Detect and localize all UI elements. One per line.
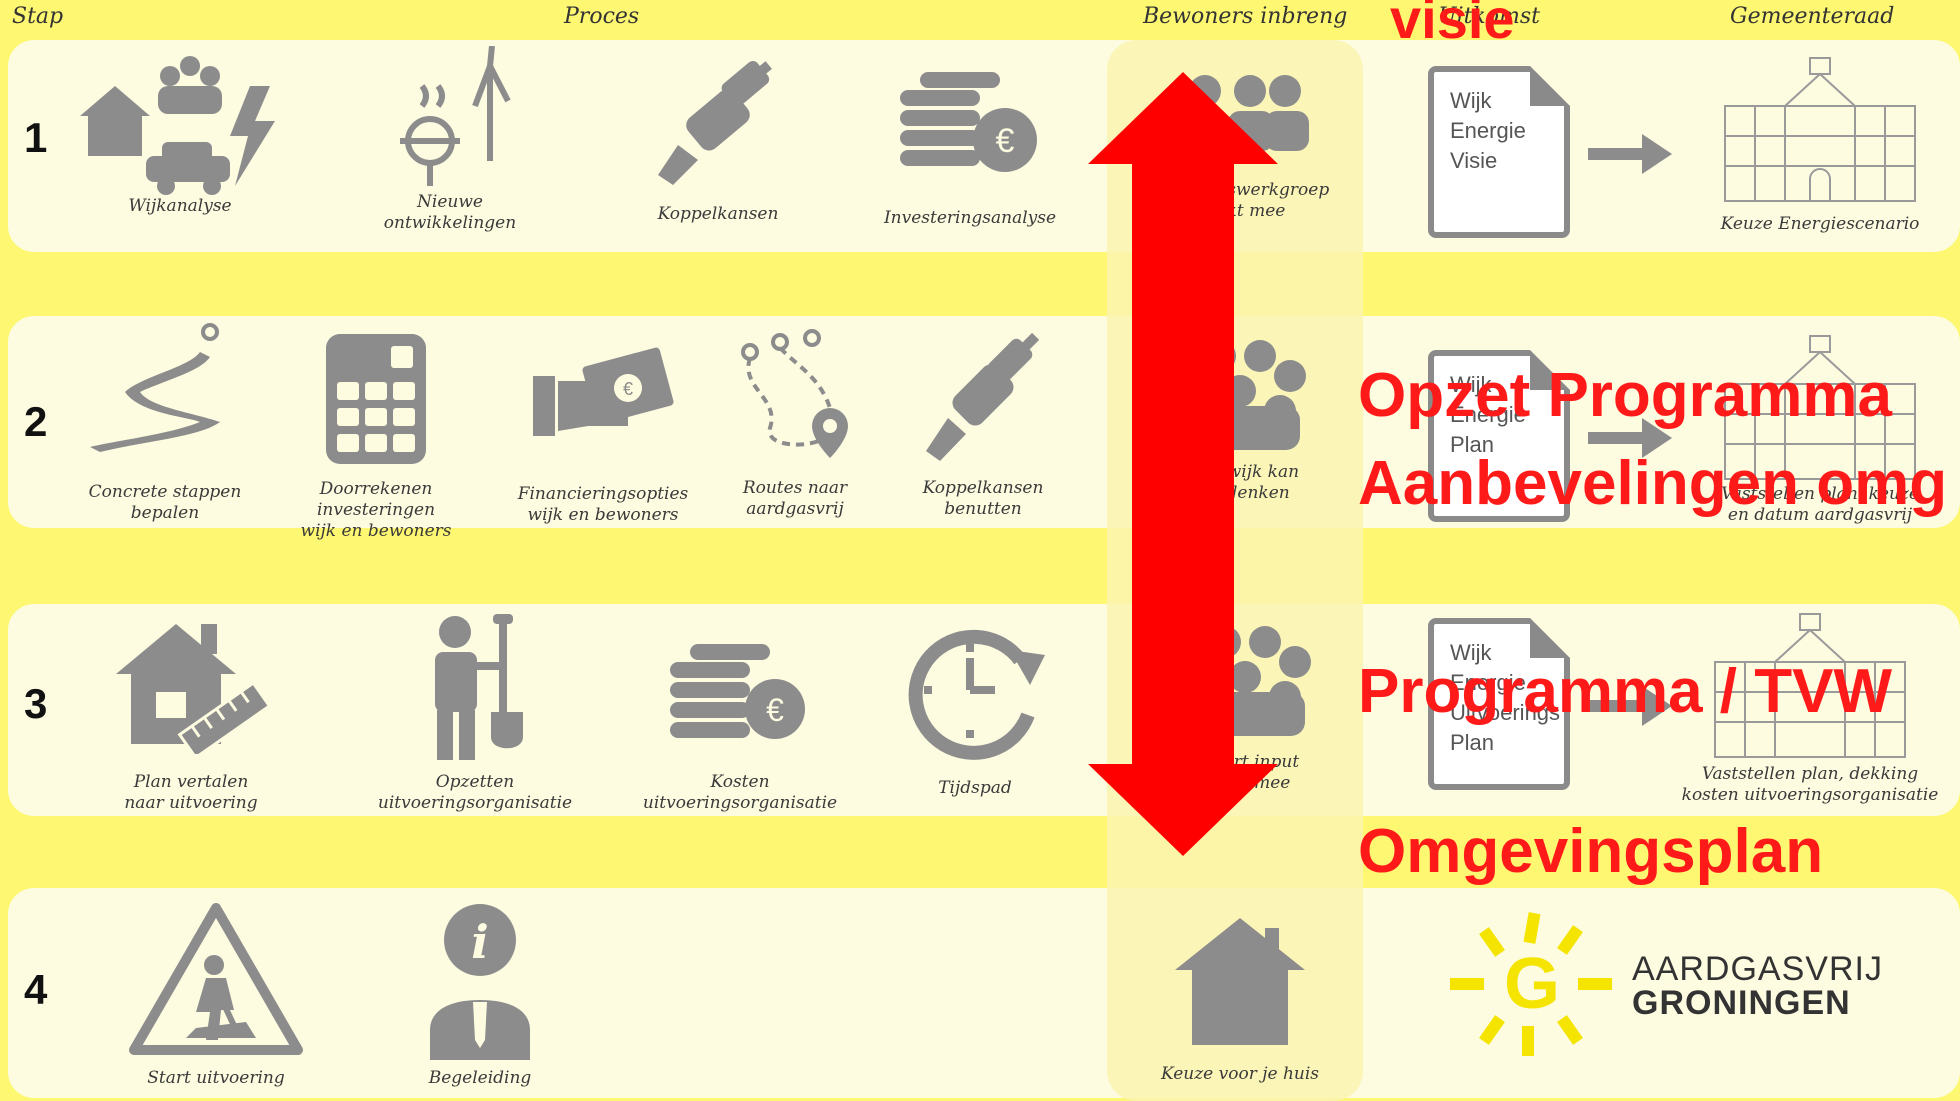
- arrow-right-icon: [1588, 418, 1672, 458]
- logo-letter: G: [1504, 944, 1560, 1024]
- koppelkansen-benutten-item: Koppelkansen benutten: [898, 326, 1068, 520]
- financieringsopties-item: € Financieringsopties wijk en bewoners: [508, 346, 698, 526]
- bewoners-row4-label: Keuze voor je huis: [1160, 1064, 1320, 1084]
- winding-road-icon: [90, 323, 220, 452]
- koppelkansen-benutten-label: Koppelkansen benutten: [922, 478, 1044, 519]
- start-uitvoering-label: Start uitvoering: [147, 1068, 285, 1088]
- svg-text:€: €: [623, 379, 633, 399]
- svg-text:i: i: [471, 915, 488, 969]
- step-number-3: 3: [24, 680, 48, 727]
- kosten-label: Kosten uitvoeringsorganisatie: [642, 772, 838, 813]
- tijdspad-item: Tijdspad: [890, 620, 1060, 799]
- house-ruler-icon: [116, 624, 271, 754]
- double-arrow-icon: [1088, 72, 1278, 856]
- row-band-4: [8, 888, 1960, 1098]
- wijk-energie-visie-doc: Wijk Energie Visie: [1428, 66, 1570, 238]
- concrete-stappen-item: Concrete stappen bepalen: [70, 322, 260, 524]
- opzetten-item: Opzetten uitvoeringsorganisatie: [370, 612, 580, 814]
- doc-text-row3: Wijk Energie Uitvoerings Plan: [1450, 640, 1561, 755]
- plan-vertalen-item: Plan vertalen naar uitvoering: [96, 614, 286, 814]
- neighborhood-icon: [80, 56, 275, 195]
- step-number-1: 1: [24, 114, 48, 161]
- gemeenteraad-row1-label: Keuze Energiescenario: [1720, 214, 1920, 234]
- nieuwe-ontwikkelingen-label: Nieuwe ontwikkelingen: [383, 192, 517, 233]
- step-number-4: 4: [24, 966, 48, 1013]
- header-proces: Proces: [564, 4, 640, 29]
- plug-icon: [658, 60, 772, 185]
- doorrekenen-item: Doorrekenen investeringen wijk en bewone…: [266, 332, 486, 542]
- investeringsanalyse-label: Investeringsanalyse: [883, 208, 1057, 228]
- hand-money-icon: €: [533, 347, 674, 436]
- begeleiding-item: i Begeleiding: [380, 900, 580, 1089]
- routes-label: Routes naar aardgasvrij: [742, 478, 848, 519]
- concrete-stappen-label: Concrete stappen bepalen: [88, 482, 242, 523]
- wijk-energie-plan-doc: Wijk Energie Plan: [1428, 350, 1570, 522]
- doc-text-row2: Wijk Energie Plan: [1450, 372, 1526, 457]
- aardgasvrij-logo-icon: G: [1450, 912, 1612, 1056]
- info-person-icon: i: [430, 904, 530, 1060]
- logo-line1: AARDGASVRIJ: [1632, 950, 1883, 988]
- town-hall-icon: [1724, 57, 1916, 202]
- calculator-icon: [326, 334, 426, 464]
- header-bewoners: Bewoners inbreng: [1143, 4, 1348, 29]
- wijkanalyse-item: Wijkanalyse: [70, 46, 290, 217]
- overlay-opzet-programma: Opzet Programma: [1358, 361, 1893, 430]
- gemeenteraad-row3-label: Vaststellen plan, dekking kosten uitvoer…: [1681, 764, 1939, 805]
- doorrekenen-label: Doorrekenen investeringen wijk en bewone…: [300, 479, 452, 541]
- road-work-sign-icon: [129, 903, 303, 1055]
- gemeenteraad-row2-label: Vaststellen plan, keuze en datum aardgas…: [1721, 484, 1919, 525]
- begeleiding-label: Begeleiding: [428, 1068, 532, 1088]
- start-uitvoering-item: Start uitvoering: [116, 900, 316, 1089]
- nieuwe-ontwikkelingen-item: Nieuwe ontwikkelingen: [360, 46, 540, 234]
- doc-text-row1: Wijk Energie Visie: [1450, 88, 1526, 173]
- town-hall-icon: [1724, 335, 1916, 480]
- coins-euro-icon: €: [670, 644, 805, 739]
- uitvoeringsplan-doc: Wijk Energie Uitvoerings Plan: [1428, 618, 1570, 790]
- overlay-visie: visie: [1390, 0, 1515, 50]
- step-number-2: 2: [24, 398, 48, 445]
- plug-icon: [926, 332, 1040, 461]
- gemeenteraad-row3-item: Vaststellen plan, dekking kosten uitvoer…: [1670, 612, 1950, 806]
- koppelkansen-label: Koppelkansen: [657, 204, 779, 224]
- town-hall-icon: [1714, 613, 1906, 758]
- overlay-aanbevelingen: Aanbevelingen omg: [1358, 449, 1948, 518]
- gemeenteraad-row1-item: Keuze Energiescenario: [1700, 56, 1940, 235]
- plan-vertalen-label: Plan vertalen naar uitvoering: [124, 772, 258, 813]
- clock-arrow-icon: [908, 629, 1045, 760]
- investeringsanalyse-item: € Investeringsanalyse: [870, 70, 1070, 229]
- wind-turbine-icon: [400, 46, 511, 186]
- header-stap: Stap: [12, 4, 64, 29]
- logo-line2: GRONINGEN: [1632, 984, 1851, 1022]
- overlay-programma-tvw: Programma / TVW: [1358, 657, 1892, 726]
- overlay-omgevingsplan: Omgevingsplan: [1358, 817, 1824, 886]
- bewoners-row4-item: Keuze voor je huis: [1150, 910, 1330, 1085]
- opzetten-label: Opzetten uitvoeringsorganisatie: [377, 772, 573, 813]
- financieringsopties-label: Financieringsopties wijk en bewoners: [517, 484, 689, 525]
- koppelkansen-item: Koppelkansen: [618, 60, 818, 225]
- gemeenteraad-row2-item: Vaststellen plan, keuze en datum aardgas…: [1700, 334, 1940, 526]
- route-pins-icon: [741, 329, 848, 458]
- coins-euro-icon: €: [900, 72, 1037, 172]
- house-icon: [1175, 918, 1305, 1045]
- tijdspad-label: Tijdspad: [938, 778, 1012, 798]
- svg-text:€: €: [996, 122, 1015, 160]
- kosten-item: € Kosten uitvoeringsorganisatie: [640, 644, 840, 814]
- arrow-right-icon: [1588, 134, 1672, 174]
- wijkanalyse-label: Wijkanalyse: [128, 196, 232, 216]
- svg-text:€: €: [766, 692, 784, 728]
- header-gemeenteraad: Gemeenteraad: [1730, 4, 1895, 29]
- routes-item: Routes naar aardgasvrij: [710, 328, 880, 520]
- arrow-right-icon: [1588, 686, 1672, 726]
- worker-shovel-icon: [435, 614, 523, 760]
- header-uitkomst: Uitkomst: [1438, 4, 1540, 29]
